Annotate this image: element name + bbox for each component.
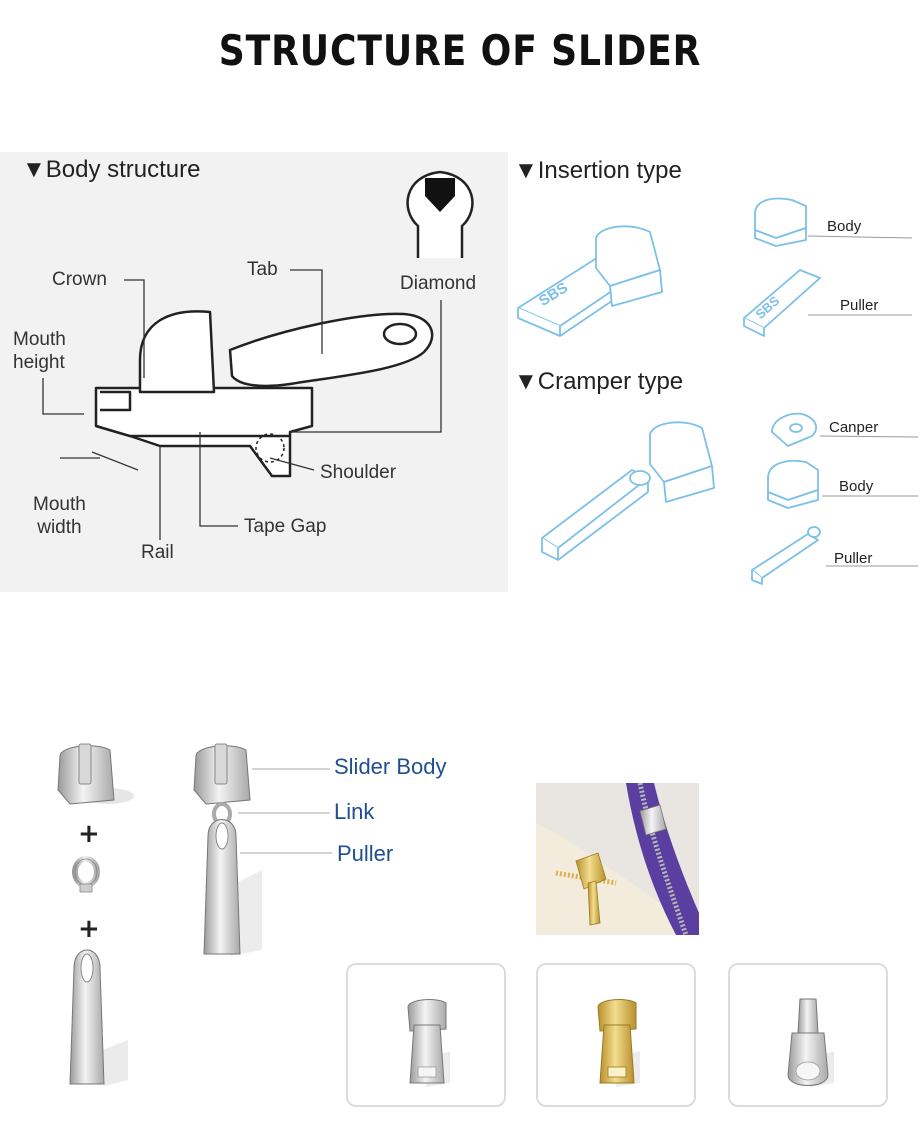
label-tab: Tab (247, 259, 278, 280)
label-crown: Crown (52, 269, 107, 290)
product-card-gold-slider[interactable] (536, 963, 696, 1107)
exploded-puller (69, 949, 128, 1086)
label-tape-gap: Tape Gap (244, 516, 327, 537)
body-structure-header: ▼Body structure (22, 156, 201, 183)
label-mouth-width: Mouth width (33, 494, 86, 538)
exploded-link (72, 856, 100, 893)
assembly-label-puller: Puller (337, 841, 394, 866)
label-shoulder: Shoulder (320, 462, 397, 483)
cramper-type-header: ▼Cramper type (514, 368, 684, 395)
label-diamond: Diamond (400, 273, 477, 294)
product-card-round-slider[interactable] (728, 963, 888, 1107)
product-card-silver-slider[interactable] (346, 963, 506, 1107)
insertion-label-puller: Puller (840, 297, 879, 314)
assembled-slider (193, 743, 262, 956)
label-mouth-height: Mouth height (13, 329, 66, 373)
insertion-label-body: Body (827, 218, 862, 235)
cramper-label-puller: Puller (834, 550, 873, 567)
assembly-label-link: Link (334, 799, 375, 824)
insertion-type-header: ▼Insertion type (514, 157, 682, 184)
diamond-inset (406, 170, 474, 258)
zipper-photo (536, 783, 699, 935)
plus-sign-1: + (78, 819, 100, 849)
slider-body-drawing (94, 310, 434, 478)
cramper-puller-part (751, 533, 819, 579)
cramper-label-body: Body (839, 478, 874, 495)
leader-lines (42, 269, 442, 540)
exploded-slider-body (57, 743, 134, 805)
assembly-label-slider-body: Slider Body (334, 754, 447, 779)
cramper-label-canper: Canper (829, 419, 879, 436)
plus-sign-2: + (78, 914, 100, 944)
label-rail: Rail (141, 542, 174, 563)
page-title: STRUCTURE OF SLIDER (218, 26, 702, 75)
